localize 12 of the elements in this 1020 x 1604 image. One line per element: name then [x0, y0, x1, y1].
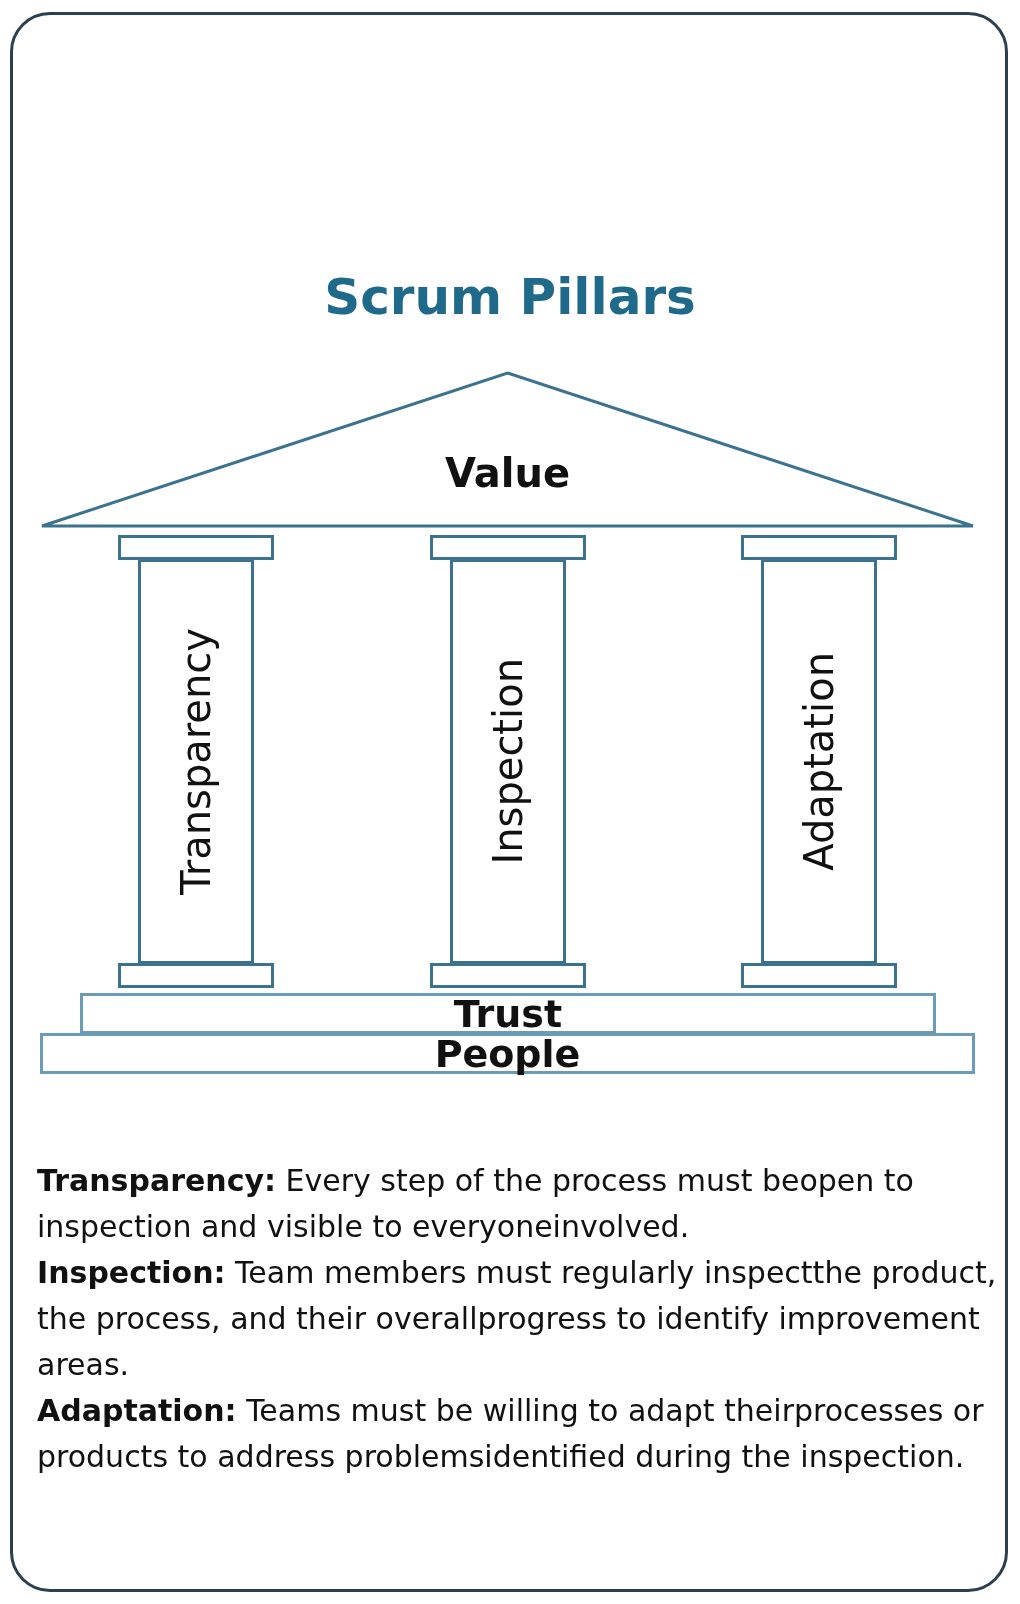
description-paragraph: Adaptation: Teams must be willing to adapt theirprocesses or products to address problemsidentified during the inspection.: [37, 1392, 985, 1476]
base-step: [80, 993, 936, 1034]
pillar-label: Transparency: [173, 628, 219, 895]
base-step: [40, 1033, 975, 1074]
title: Scrum Pillars: [323, 268, 697, 326]
description-paragraph: Inspection: Team members must regularly inspectthe product, the process, and their overallprogress to identify improvement areas.: [37, 1254, 997, 1384]
pillar-label: Adaptation: [796, 652, 842, 871]
description-paragraph: Transparency: Every step of the process must beopen to inspection and visible to everyoneinvolved.: [37, 1162, 915, 1246]
pillar-label: Inspection: [485, 658, 531, 865]
step-label: People: [434, 1034, 581, 1073]
step-label: Trust: [453, 994, 563, 1033]
roof-label: Value: [443, 450, 572, 496]
